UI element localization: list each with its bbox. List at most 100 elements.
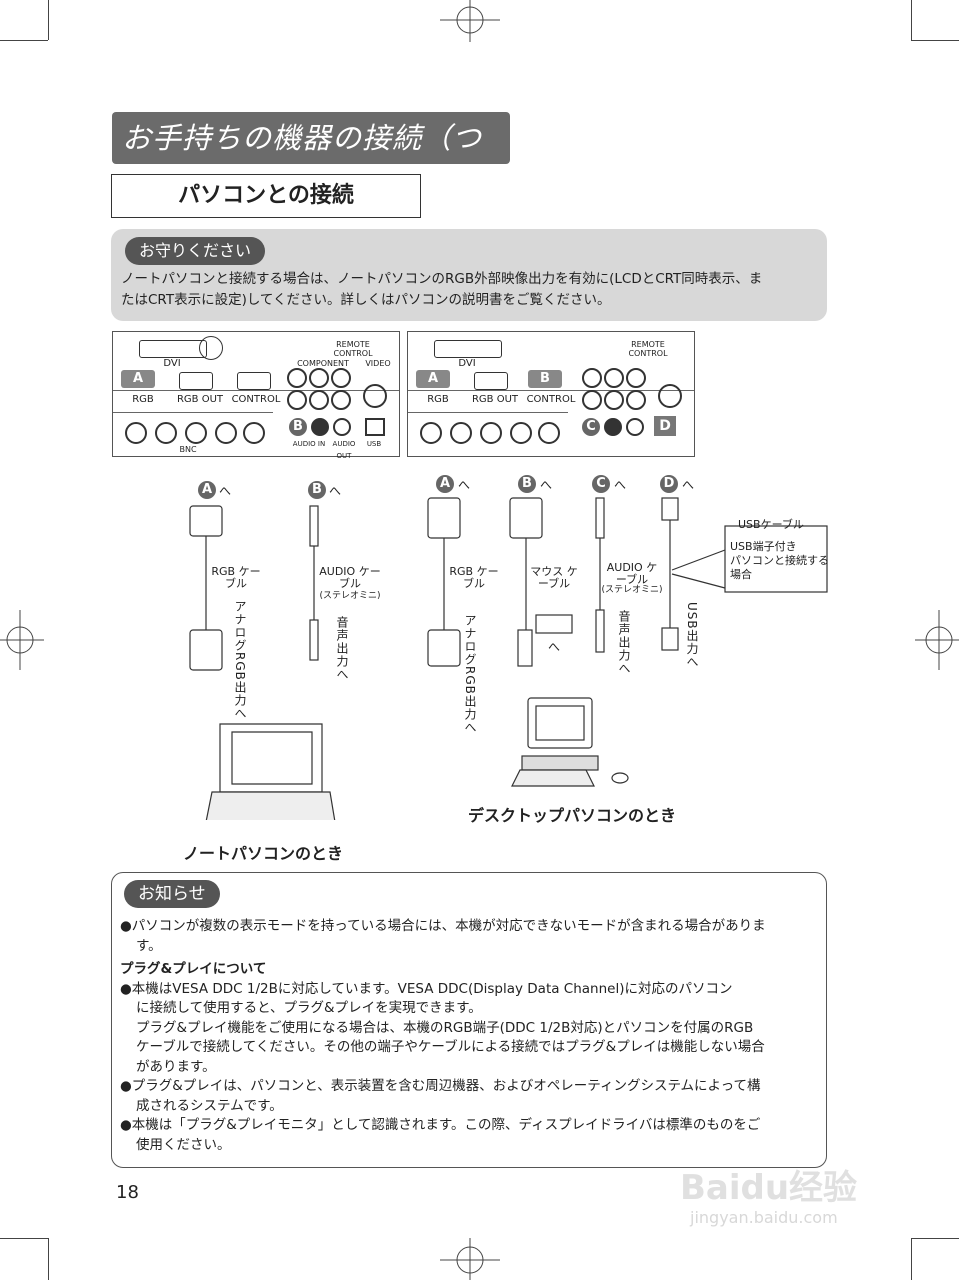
cable-marker-b: B	[518, 475, 536, 493]
to-label: へ	[614, 478, 627, 492]
notice-line: があります。	[136, 1058, 216, 1075]
jack	[331, 390, 351, 410]
keyboard-to-label: へ	[548, 640, 561, 654]
component-label: COMPONENT	[297, 359, 349, 368]
registration-mark-bottom	[440, 1238, 500, 1280]
jack	[199, 336, 223, 360]
cable-marker-b: B	[308, 481, 326, 499]
caution-badge: お守りください	[125, 237, 266, 265]
notice-body: ●パソコンが複数の表示モードを持っている場合には、本機が対応できないモードが含ま…	[120, 917, 820, 1155]
caution-text: ノートパソコンと接続する場合は、ノートパソコンのRGB外部映像出力を有効に(LC…	[121, 269, 819, 311]
jack	[604, 368, 624, 388]
desktop-caption: デスクトップパソコンのとき	[468, 806, 677, 825]
jack	[287, 390, 307, 410]
port-marker-c: C	[582, 418, 600, 436]
jack	[626, 418, 644, 436]
audio-cable-sub: (ステレオミニ)	[319, 591, 381, 601]
cable-diagram	[189, 497, 828, 820]
crop-mark	[911, 1238, 959, 1239]
usb-cable-title: USBケーブル	[738, 518, 804, 531]
jack	[604, 390, 624, 410]
control-port	[237, 372, 271, 390]
crop-mark	[911, 0, 912, 40]
audio-cable-label: AUDIO ケーブル	[319, 565, 381, 590]
control-label: CONTROL	[231, 394, 281, 405]
watermark-url: jingyan.baidu.com	[690, 1208, 838, 1227]
rgb-out-port	[474, 372, 508, 390]
bnc-label: BNC	[179, 445, 197, 454]
crop-mark	[0, 40, 48, 41]
page-title: お手持ちの機器の接続（つづき）	[112, 112, 510, 207]
jack	[287, 368, 307, 388]
jack	[309, 368, 329, 388]
remote-label: REMOTE CONTROL	[628, 340, 668, 358]
cable-marker-c: C	[592, 475, 610, 493]
section-title: パソコンとの接続	[111, 174, 421, 218]
cable-marker-d: D	[660, 475, 678, 493]
notice-line: 成されるシステムです。	[136, 1097, 283, 1114]
rgb-cable-label: RGB ケーブル	[449, 565, 499, 590]
notice-line: ●プラグ&プレイは、パソコンと、表示装置を含む周辺機器、およびオペレーティングシ…	[120, 1078, 761, 1094]
jack	[309, 390, 329, 410]
watermark-logo: Baidu经验	[680, 1168, 858, 1208]
rgb-out-label: RGB OUT	[471, 394, 519, 405]
connector-panel-left: DVI A RGB RGB OUT CONTROL REMOTE CONTROL…	[112, 331, 400, 460]
port-marker-b: B	[528, 370, 562, 388]
caution-line: たはCRT表示に設定)してください。詳しくはパソコンの説明書をご覧ください。	[121, 292, 611, 308]
port-marker-a: A	[416, 370, 450, 388]
usb-note-line: USB端子付き	[730, 540, 797, 553]
dvi-label: DVI	[163, 358, 181, 369]
remote-label: REMOTE CONTROL	[333, 340, 373, 358]
registration-mark-top	[440, 0, 500, 42]
crop-mark	[48, 0, 49, 40]
notice-line: ●パソコンが複数の表示モードを持っている場合には、本機が対応できないモードが含ま…	[120, 918, 766, 934]
crop-mark	[911, 40, 959, 41]
crop-mark	[0, 1238, 48, 1239]
notice-line: 使用ください。	[136, 1136, 231, 1153]
jack	[626, 368, 646, 388]
to-label: へ	[458, 478, 471, 492]
port-marker-b: B	[289, 418, 307, 436]
s-video-jack	[363, 384, 387, 408]
sound-out-label: 音声出力へ	[617, 610, 631, 675]
dvi-label: DVI	[458, 358, 476, 369]
rgb-out-label: RGB OUT	[176, 394, 224, 405]
usb-label: USB	[366, 440, 382, 448]
analog-out-label: アナログRGB出力へ	[463, 614, 477, 734]
mouse-cable-label: マウス ケーブル	[530, 565, 578, 590]
rgb-label: RGB	[427, 394, 449, 405]
registration-mark-right	[915, 610, 959, 670]
cable-marker-a: A	[436, 475, 454, 493]
notice-line: ●本機はVESA DDC 1/2Bに対応しています。VESA DDC(Displ…	[120, 980, 733, 997]
jack	[582, 368, 602, 388]
bnc-group	[117, 416, 267, 444]
bnc-group	[412, 416, 562, 444]
rgb-cable-label: RGB ケーブル	[211, 565, 261, 590]
video-label: VIDEO	[365, 359, 391, 368]
to-label: へ	[219, 484, 232, 498]
jack	[311, 418, 329, 436]
usb-note-line: パソコンと接続する	[730, 554, 829, 567]
caution-line: ノートパソコンと接続する場合は、ノートパソコンのRGB外部映像出力を有効に(LC…	[121, 271, 763, 287]
connector-panel-right: DVI A B RGB RGB OUT CONTROL REMOTE CONTR…	[407, 331, 695, 457]
audio-cable-label: AUDIO ケーブル	[606, 561, 658, 586]
analog-out-label: アナログRGB出力へ	[233, 600, 247, 720]
rgb-out-port	[179, 372, 213, 390]
notice-line: プラグ&プレイ機能をご使用になる場合は、本機のRGB端子(DDC 1/2B対応)…	[136, 1019, 754, 1036]
jack	[333, 418, 351, 436]
registration-mark-left	[0, 610, 44, 670]
crop-mark	[911, 1238, 912, 1280]
dvi-port	[139, 340, 207, 358]
notice-box: お知らせ ●パソコンが複数の表示モードを持っている場合には、本機が対応できないモ…	[111, 872, 827, 1168]
usb-note: USB端子付き パソコンと接続する 場合	[730, 540, 829, 582]
to-label: へ	[682, 478, 695, 492]
notice-line: す。	[136, 937, 162, 954]
s-video-jack	[658, 384, 682, 408]
usb-port	[365, 418, 385, 436]
jack	[626, 390, 646, 410]
cable-marker-a: A	[198, 481, 216, 499]
rgb-label: RGB	[132, 394, 154, 405]
port-marker-d: D	[654, 416, 676, 436]
port-marker-a: A	[121, 370, 155, 388]
to-label: へ	[540, 478, 553, 492]
